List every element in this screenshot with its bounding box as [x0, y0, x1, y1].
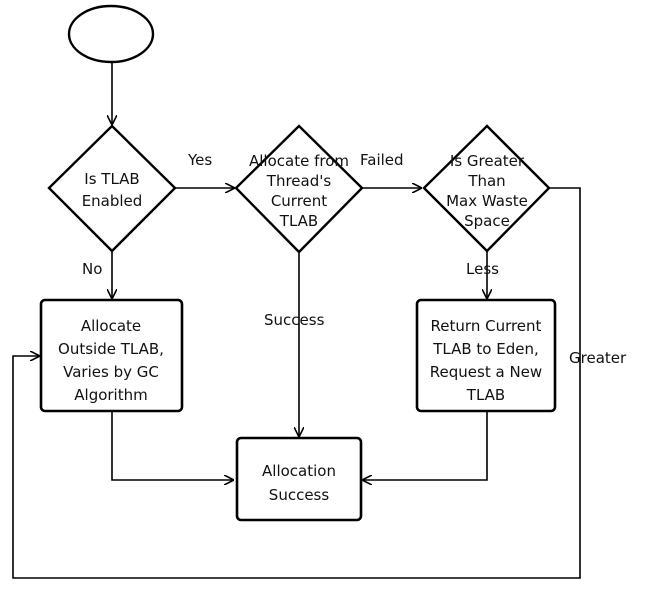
- edge-greater-loop: [12, 187, 581, 579]
- edge-label-failed: Failed: [360, 151, 404, 169]
- node-label-line: TLAB to Eden,: [432, 340, 539, 358]
- edge-label-greater: Greater: [569, 349, 627, 367]
- node-label-line: Outside TLAB,: [58, 340, 164, 358]
- node-label-line: TLAB: [279, 212, 318, 230]
- node-label-line: Is Greater: [450, 152, 525, 170]
- node-label-line: Allocate from: [249, 152, 349, 170]
- node-label-line: TLAB: [466, 386, 505, 404]
- node-label-line: Varies by GC: [63, 363, 159, 381]
- node-label-line: Space: [464, 212, 510, 230]
- start-node: [67, 4, 155, 64]
- node-label-line: Success: [269, 486, 330, 504]
- edge-outside-to-success: [111, 412, 233, 480]
- node-label-line: Algorithm: [74, 386, 147, 404]
- node-label-line: Thread's: [266, 172, 332, 190]
- node-label-line: Max Waste: [446, 192, 528, 210]
- node-label-line: Allocation: [262, 462, 336, 480]
- edge-label-success: Success: [264, 311, 325, 329]
- edge-label-no: No: [82, 260, 102, 278]
- node-label-line: Than: [467, 172, 505, 190]
- decision-tlab-enabled: Is TLAB Enabled: [47, 124, 177, 253]
- node-label-line: Is TLAB: [84, 170, 139, 188]
- node-label-line: Request a New: [430, 363, 542, 381]
- edge-label-yes: Yes: [187, 151, 212, 169]
- node-label-line: Return Current: [431, 317, 542, 335]
- node-label-line: Allocate: [81, 317, 141, 335]
- node-label-line: Current: [271, 192, 327, 210]
- node-label-line: Enabled: [82, 192, 143, 210]
- decision-tlab-enabled-text: Is TLAB Enabled: [82, 170, 143, 210]
- edge-return-to-success: [363, 412, 488, 480]
- edge-label-less: Less: [466, 260, 499, 278]
